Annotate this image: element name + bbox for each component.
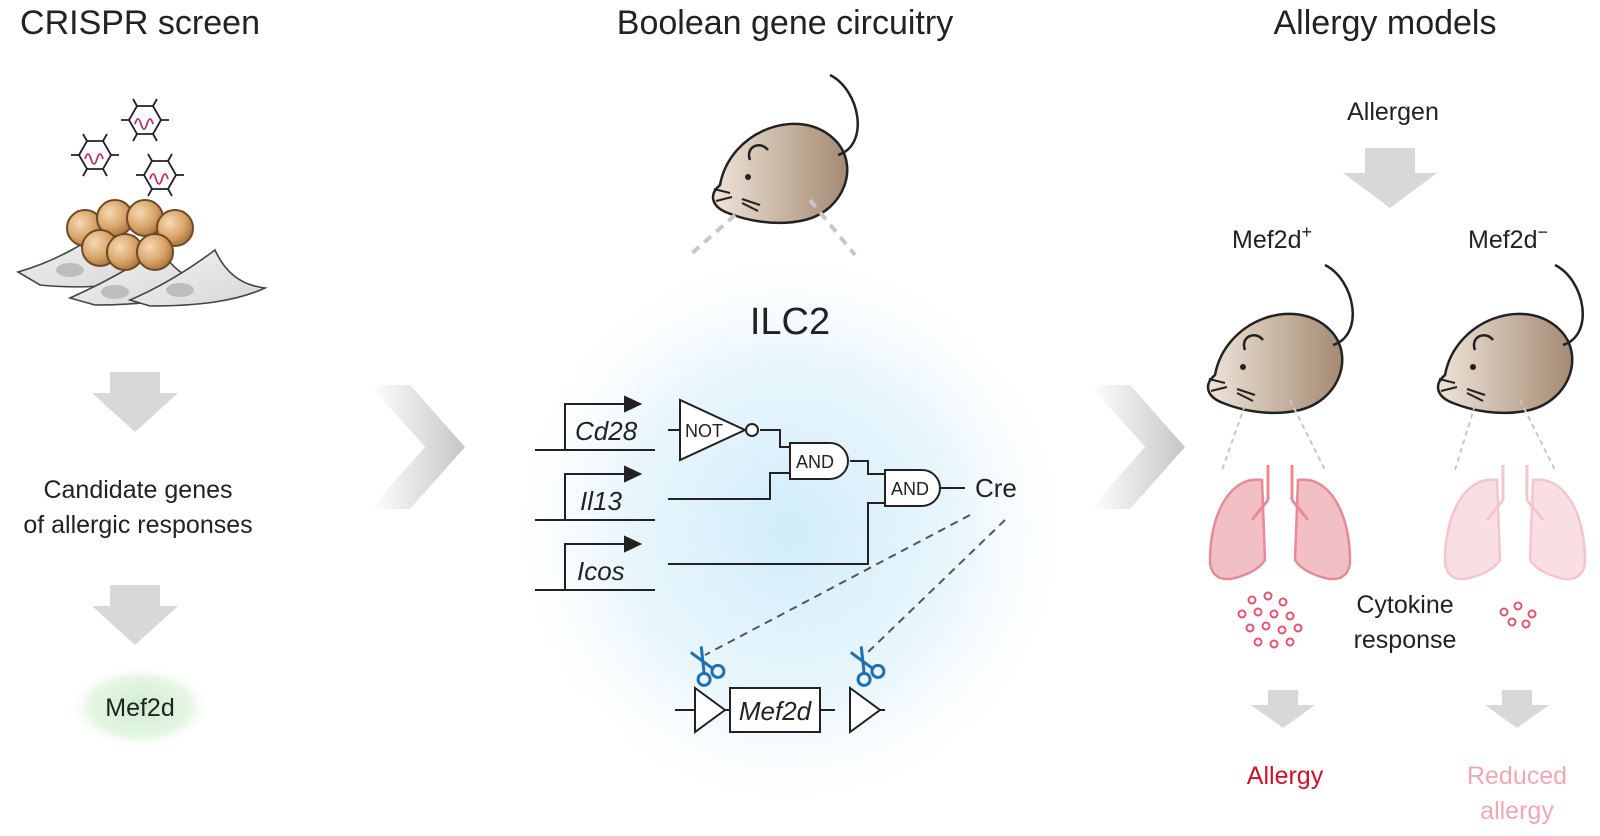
zoom-lines-wt xyxy=(1221,399,1326,471)
lungs-icon-wt xyxy=(1208,463,1352,581)
mouse-icon-ko xyxy=(1436,263,1584,415)
cytokine-label-line2: response xyxy=(1354,626,1457,654)
down-arrow-2 xyxy=(92,585,178,645)
floxed-gene-label: Mef2d xyxy=(739,696,813,726)
lungs-icon-ko xyxy=(1443,463,1587,581)
and-gate-2: AND xyxy=(884,469,941,507)
hit-glow xyxy=(68,665,212,749)
gene-icos: Icos xyxy=(577,556,625,586)
allergen-label: Allergen xyxy=(1347,98,1439,126)
candidate-genes-line2: of allergic responses xyxy=(23,511,252,539)
cell-label: ILC2 xyxy=(750,301,830,343)
scissors-icon xyxy=(689,646,726,687)
hit-gene-label: Mef2d xyxy=(105,694,174,722)
cre-excision-lines xyxy=(704,514,1006,656)
gene-il13: Il13 xyxy=(580,486,622,516)
models-title: Allergy models xyxy=(1274,4,1497,42)
mouse-icon-center xyxy=(711,73,859,225)
ko-label: Mef2d− xyxy=(1468,222,1548,254)
gene-cd28: Cd28 xyxy=(575,416,638,446)
gene-promoters xyxy=(535,395,655,591)
outcome-reduced-line1: Reduced xyxy=(1467,762,1567,790)
outcome-reduced-line2: allergy xyxy=(1480,797,1554,825)
circuit-title: Boolean gene circuitry xyxy=(617,4,953,42)
ilc2-glow xyxy=(500,240,1080,820)
not-gate-label: NOT xyxy=(685,421,723,441)
cre-output-label: Cre xyxy=(975,473,1017,503)
and-gate-1: AND xyxy=(789,442,849,480)
screen-title: CRISPR screen xyxy=(20,4,260,42)
mouse-icon-wt xyxy=(1206,263,1354,415)
allergen-arrow xyxy=(1343,148,1437,208)
candidate-genes-line1: Candidate genes xyxy=(43,476,232,504)
and-gate-1-label: AND xyxy=(796,452,834,472)
and-gate-2-label: AND xyxy=(891,479,929,499)
not-gate: NOT xyxy=(679,398,759,462)
ilc2-cell-cluster xyxy=(66,199,194,271)
floxed-allele xyxy=(675,686,885,734)
zoom-lines-ko xyxy=(1454,399,1556,471)
wt-label: Mef2d+ xyxy=(1232,222,1312,254)
cytokine-dots-ko xyxy=(1499,601,1537,629)
scissors-icon xyxy=(849,646,886,687)
transition-arrow-2 xyxy=(1090,385,1185,509)
outcome-allergy: Allergy xyxy=(1247,762,1324,790)
cytokine-dots-wt xyxy=(1237,591,1303,649)
outcome-arrow-wt xyxy=(1251,690,1315,728)
transition-arrow-1 xyxy=(370,385,465,509)
cytokine-label-line1: Cytokine xyxy=(1356,591,1453,619)
fibroblast-layer xyxy=(15,223,268,307)
zoom-lines-center xyxy=(688,198,857,257)
logic-wiring xyxy=(668,429,965,565)
outcome-arrow-ko xyxy=(1485,690,1549,728)
down-arrow-1 xyxy=(92,372,178,432)
virus-particles xyxy=(71,98,184,197)
